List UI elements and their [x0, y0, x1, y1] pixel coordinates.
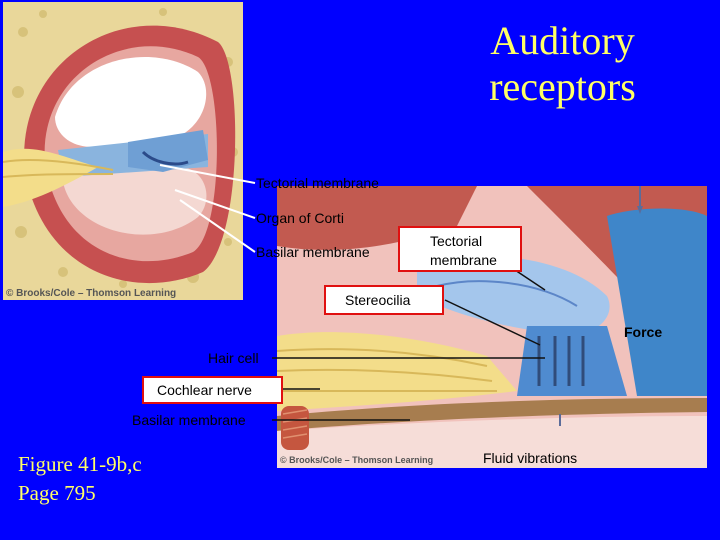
- label-basilar-membrane-detail: Basilar membrane: [132, 412, 246, 428]
- label-force: Force: [624, 324, 663, 340]
- cochlea-cross-section-image: © Brooks/Cole – Thomson Learning: [3, 2, 243, 300]
- figure-reference: Figure 41-9b,c Page 795: [18, 452, 142, 505]
- label-tectorial-membrane-detail: Tectorial membrane: [398, 226, 522, 272]
- image-credit: © Brooks/Cole – Thomson Learning: [6, 288, 177, 299]
- label-basilar-membrane: Basilar membrane: [256, 244, 370, 260]
- slide-title: Auditory receptors: [489, 18, 636, 109]
- image-credit: © Brooks/Cole – Thomson Learning: [280, 455, 434, 465]
- label-tectorial-membrane: Tectorial membrane: [256, 175, 379, 191]
- label-hair-cell: Hair cell: [208, 350, 259, 366]
- label-cochlear-nerve: Cochlear nerve: [142, 376, 283, 404]
- label-stereocilia: Stereocilia: [324, 285, 444, 315]
- label-fluid-vibrations: Fluid vibrations: [483, 450, 578, 466]
- label-organ-of-corti: Organ of Corti: [256, 210, 344, 226]
